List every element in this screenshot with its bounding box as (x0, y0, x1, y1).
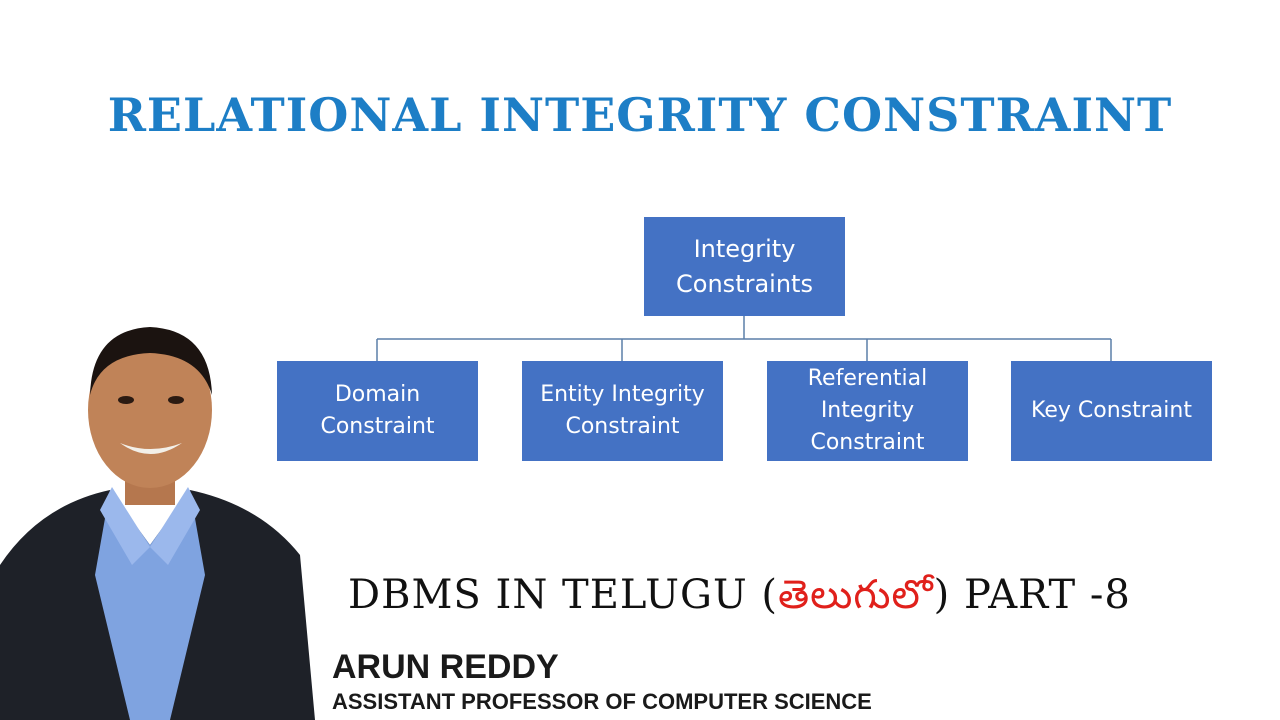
slide-title: RELATIONAL INTEGRITY CONSTRAINT (107, 88, 1173, 142)
subtitle-prefix: DBMS IN TELUGU ( (348, 572, 779, 618)
presenter-photo (0, 327, 315, 720)
node-label: Key Constraint (1031, 398, 1192, 424)
node-label: Referential Integrity Constraint (807, 366, 928, 455)
video-subtitle: DBMS IN TELUGU (తెలుగులో) PART -8 (348, 572, 1148, 628)
node-entity-integrity-constraint: Entity Integrity Constraint (522, 361, 723, 461)
node-label: Integrity Constraints (676, 234, 813, 298)
node-label: Domain Constraint (320, 382, 435, 439)
node-domain-constraint: Domain Constraint (277, 361, 478, 461)
node-referential-integrity-constraint: Referential Integrity Constraint (767, 361, 968, 461)
node-label: Entity Integrity Constraint (540, 382, 705, 439)
presenter-role: ASSISTANT PROFESSOR OF COMPUTER SCIENCE (332, 689, 872, 714)
presenter-name: ARUN REDDY (332, 648, 559, 686)
node-key-constraint: Key Constraint (1011, 361, 1212, 461)
node-integrity-constraints: Integrity Constraints (644, 217, 845, 316)
subtitle-telugu: తెలుగులో (778, 572, 934, 618)
subtitle-suffix: ) PART -8 (933, 572, 1131, 618)
